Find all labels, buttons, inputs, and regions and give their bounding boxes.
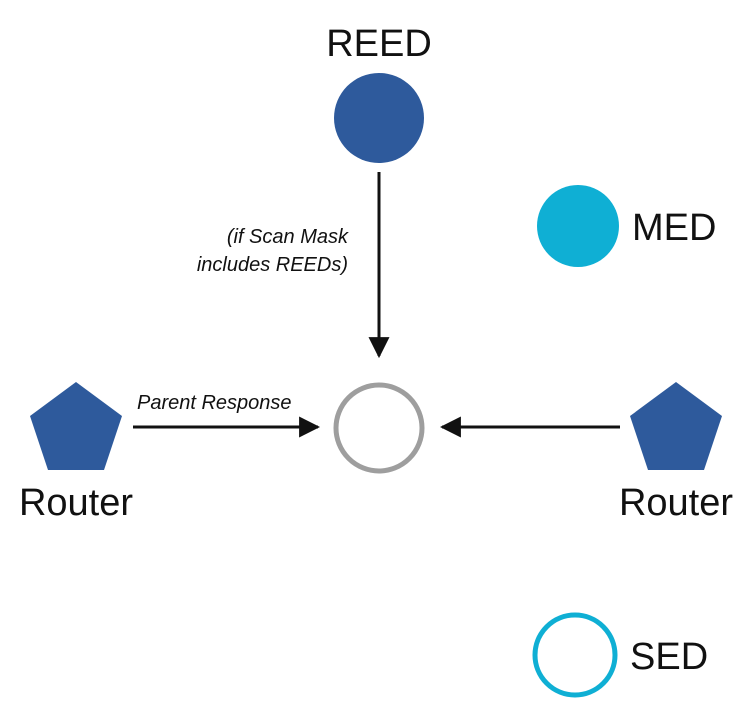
node-med-label: MED (632, 207, 716, 249)
node-reed-label: REED (326, 23, 432, 65)
edge-reed-to-center-label-line1: (if Scan Mask (227, 226, 349, 248)
node-router-left[interactable]: Router (19, 382, 133, 524)
edge-router-left-to-center-label: Parent Response (137, 392, 292, 414)
node-center-device[interactable] (333, 382, 425, 474)
node-reed[interactable]: REED (326, 23, 432, 163)
node-med[interactable]: MED (537, 185, 716, 267)
edge-reed-to-center-label-line2: includes REEDs) (197, 254, 348, 276)
edge-reed-to-center[interactable]: (if Scan Mask includes REEDs) (197, 172, 390, 359)
node-router-right[interactable]: Router (619, 382, 733, 524)
node-sed[interactable]: SED (532, 612, 708, 698)
sed-circle-icon (532, 612, 618, 698)
router-left-pentagon-icon (30, 382, 122, 470)
node-router-right-label: Router (619, 482, 733, 524)
med-circle-icon (537, 185, 619, 267)
reed-circle-icon (334, 73, 424, 163)
center-circle-icon (333, 382, 425, 474)
node-router-left-label: Router (19, 482, 133, 524)
node-sed-label: SED (630, 636, 708, 678)
router-right-pentagon-icon (630, 382, 722, 470)
edge-router-left-to-center[interactable]: Parent Response (133, 392, 321, 438)
